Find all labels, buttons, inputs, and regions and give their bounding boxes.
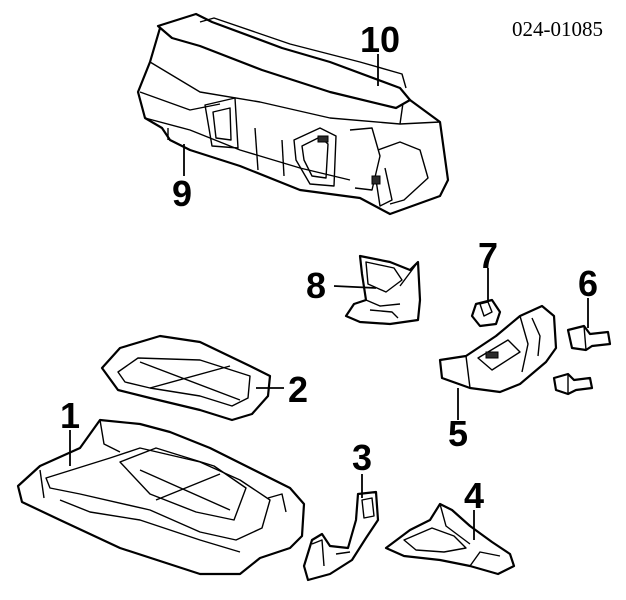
part-8-bracket bbox=[344, 254, 422, 326]
callout-9: 9 bbox=[172, 173, 192, 214]
callout-1: 1 bbox=[60, 395, 80, 436]
callout-6: 6 bbox=[578, 263, 598, 304]
part-10-cowl-top bbox=[156, 12, 412, 110]
callout-10: 10 bbox=[360, 19, 400, 60]
part-7-clip bbox=[470, 298, 502, 328]
part-6-bolts bbox=[552, 324, 612, 396]
callout-5: 5 bbox=[448, 413, 468, 454]
callout-4: 4 bbox=[464, 475, 484, 516]
part-3-lower-bracket bbox=[302, 490, 380, 582]
part-1-lower-support bbox=[16, 418, 306, 576]
callout-7: 7 bbox=[478, 235, 498, 276]
leader-lines bbox=[69, 54, 589, 540]
part-5-mount-bracket bbox=[438, 304, 558, 394]
diagram-code: 024-01085 bbox=[512, 17, 603, 41]
leader-8 bbox=[333, 285, 377, 289]
callout-2: 2 bbox=[288, 369, 308, 410]
part-4-side-shield bbox=[384, 502, 516, 576]
part-2-splash-shield bbox=[100, 334, 272, 422]
callout-8: 8 bbox=[306, 265, 326, 306]
callout-3: 3 bbox=[352, 437, 372, 478]
